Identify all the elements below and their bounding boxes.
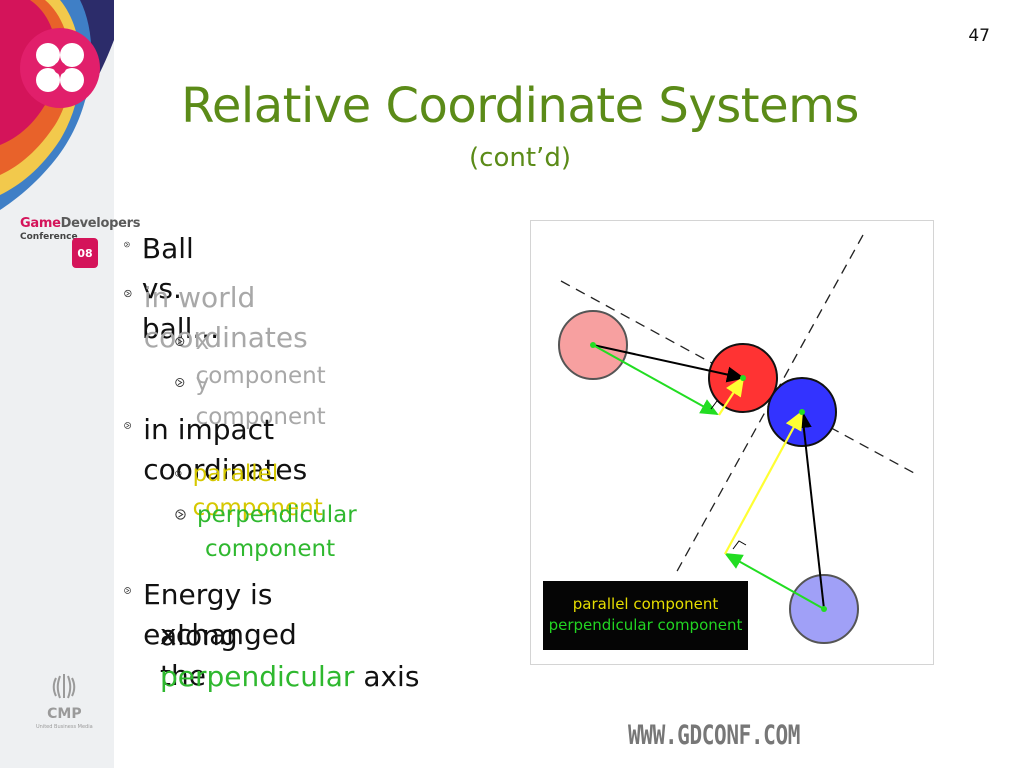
ball-2-velocity-arrow (795, 410, 825, 610)
sub-bullet-continuation: component (205, 532, 335, 566)
bullet-continuation: along the (160, 616, 238, 696)
cmp-sub-label: United Business Media (36, 724, 93, 730)
sub-bullet-item: y component (175, 366, 327, 434)
bullet-icon (175, 378, 185, 387)
center-dot (821, 606, 827, 612)
bullet-icon (124, 587, 131, 594)
ball-1-parallel-arrow (718, 376, 745, 416)
ball-2-right-angle (732, 540, 747, 550)
bullet-text: x component (195, 329, 326, 389)
bullet-text: in impact coordinates (143, 413, 308, 486)
ball-2-parallel-arrow (724, 410, 804, 555)
cmp-label: CMP (47, 706, 82, 722)
bullet-text: in world coordinates (143, 281, 308, 354)
ball-1-right-angle (710, 400, 725, 410)
slide-title: Relative Coordinate Systems (181, 78, 859, 134)
bullet-icon (124, 289, 132, 298)
bullet-item: Energy is exchanged (124, 575, 303, 655)
bullet-item: Ball vs. ball... (124, 229, 226, 349)
sub-bullet-item: x component (175, 325, 327, 393)
bullet-item: in impact coordinates (124, 410, 313, 490)
bullet-icon (175, 337, 185, 346)
center-dot (590, 342, 596, 348)
bullet-text: perpendicular (197, 502, 357, 528)
legend-perpendicular: perpendicular component (548, 616, 743, 634)
ball-1-velocity-arrow (592, 344, 745, 383)
sidebar: GameDevelopers Conference 08 CMP United … (0, 0, 140, 768)
bullet-text: Energy is exchanged (143, 578, 297, 651)
logo-word-developers: Developers (60, 216, 141, 231)
slide-subtitle: (cont’d) (469, 143, 571, 173)
bullet-item: in world coordinates (124, 278, 313, 358)
bullet-icon (124, 422, 132, 429)
bullet-text-highlight: perpendicular (160, 660, 355, 693)
footer-url: WWW.GDCONF.COM (628, 720, 801, 751)
ball-1-perpendicular-arrow (592, 344, 719, 415)
year-badge: 08 (72, 238, 98, 268)
collision-diagram-svg (558, 234, 915, 644)
cmp-icon (36, 672, 93, 706)
logo-word-game: Game (20, 216, 61, 231)
logo-word-conference: Conference (20, 232, 78, 242)
bullet-text: along the (160, 619, 238, 692)
bullet-icon (124, 241, 130, 248)
gdc-logo: GameDevelopers Conference (20, 216, 140, 242)
bullet-text: axis (363, 660, 420, 693)
conference-art-icon (0, 0, 114, 210)
center-dot (799, 409, 805, 415)
diagram-legend: parallel component perpendicular compone… (543, 581, 748, 650)
bullet-text: component (205, 536, 336, 562)
bullet-icon (175, 470, 182, 477)
bullet-text: parallel component (192, 461, 323, 521)
ball-2-perpendicular-arrow (724, 553, 825, 610)
bullet-icon (175, 509, 186, 520)
legend-parallel: parallel component (572, 595, 719, 613)
bullet-text: y component (195, 370, 326, 430)
sub-bullet-item: perpendicular (175, 498, 357, 532)
bullet-text: Ball vs. ball... (141, 232, 220, 345)
sub-bullet-item: parallel component (175, 457, 327, 525)
cmp-logo: CMP United Business Media (36, 672, 93, 730)
slide-number: 47 (968, 26, 990, 46)
center-dot (740, 375, 746, 381)
bullet-continuation: perpendicular axis (160, 657, 419, 697)
